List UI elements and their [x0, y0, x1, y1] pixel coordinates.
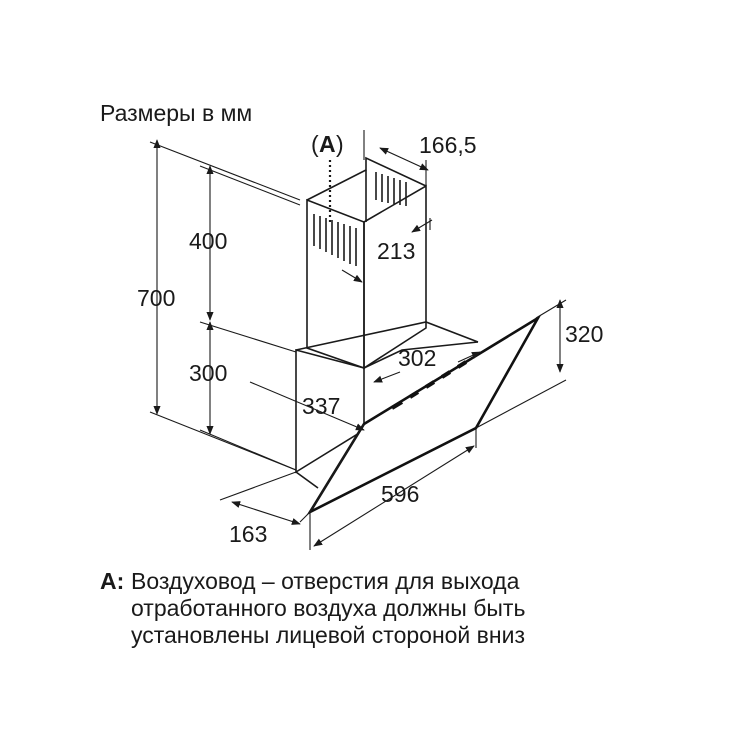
- dim-body-width: 302: [398, 345, 436, 371]
- dim-height-total: 700: [137, 285, 175, 311]
- footnote-text-2: отработанного воздуха должны быть: [131, 595, 526, 621]
- callout-label-close: ): [336, 131, 344, 157]
- vent-slots-back: [375, 172, 407, 206]
- footnote-line-1: A:Воздуховод – отверстия для выхода: [100, 568, 720, 595]
- dim-glass-depth: 163: [229, 521, 267, 547]
- vent-slots-front: [313, 214, 357, 266]
- footnote-line-3: установлены лицевой стороной вниз: [100, 622, 720, 649]
- dim-glass-width: 596: [381, 481, 419, 507]
- callout-label-letter: A: [319, 131, 336, 157]
- dim-body-height: 300: [189, 360, 227, 386]
- dimension-labels: ( A ) 166,5 400 213 700 320 302 300 337 …: [137, 131, 603, 547]
- control-strip: [390, 360, 468, 410]
- dim-body-depth: 337: [302, 393, 340, 419]
- dim-chimney-depth: 213: [377, 238, 415, 264]
- chimney-side-face: [363, 184, 427, 370]
- chimney-back-panel: [306, 156, 427, 201]
- callout-label: (: [311, 131, 319, 157]
- body-top-edge: [295, 321, 479, 351]
- dim-chimney-height: 400: [189, 228, 227, 254]
- chimney-front-face: [306, 198, 365, 370]
- footnote-text-1: Воздуховод – отверстия для выхода: [131, 568, 520, 594]
- footnote-marker: A:: [100, 568, 125, 594]
- footnote-line-2: отработанного воздуха должны быть: [100, 595, 720, 622]
- footnote: A:Воздуховод – отверстия для выхода отра…: [100, 568, 720, 649]
- footnote-text-3: установлены лицевой стороной вниз: [131, 622, 525, 648]
- hood-outline: [295, 156, 542, 516]
- dim-glass-height: 320: [565, 321, 603, 347]
- extension-lines: [149, 130, 567, 550]
- dimension-lines: [153, 139, 564, 547]
- drawing-title: Размеры в мм: [100, 100, 252, 126]
- dim-chimney-width: 166,5: [419, 132, 477, 158]
